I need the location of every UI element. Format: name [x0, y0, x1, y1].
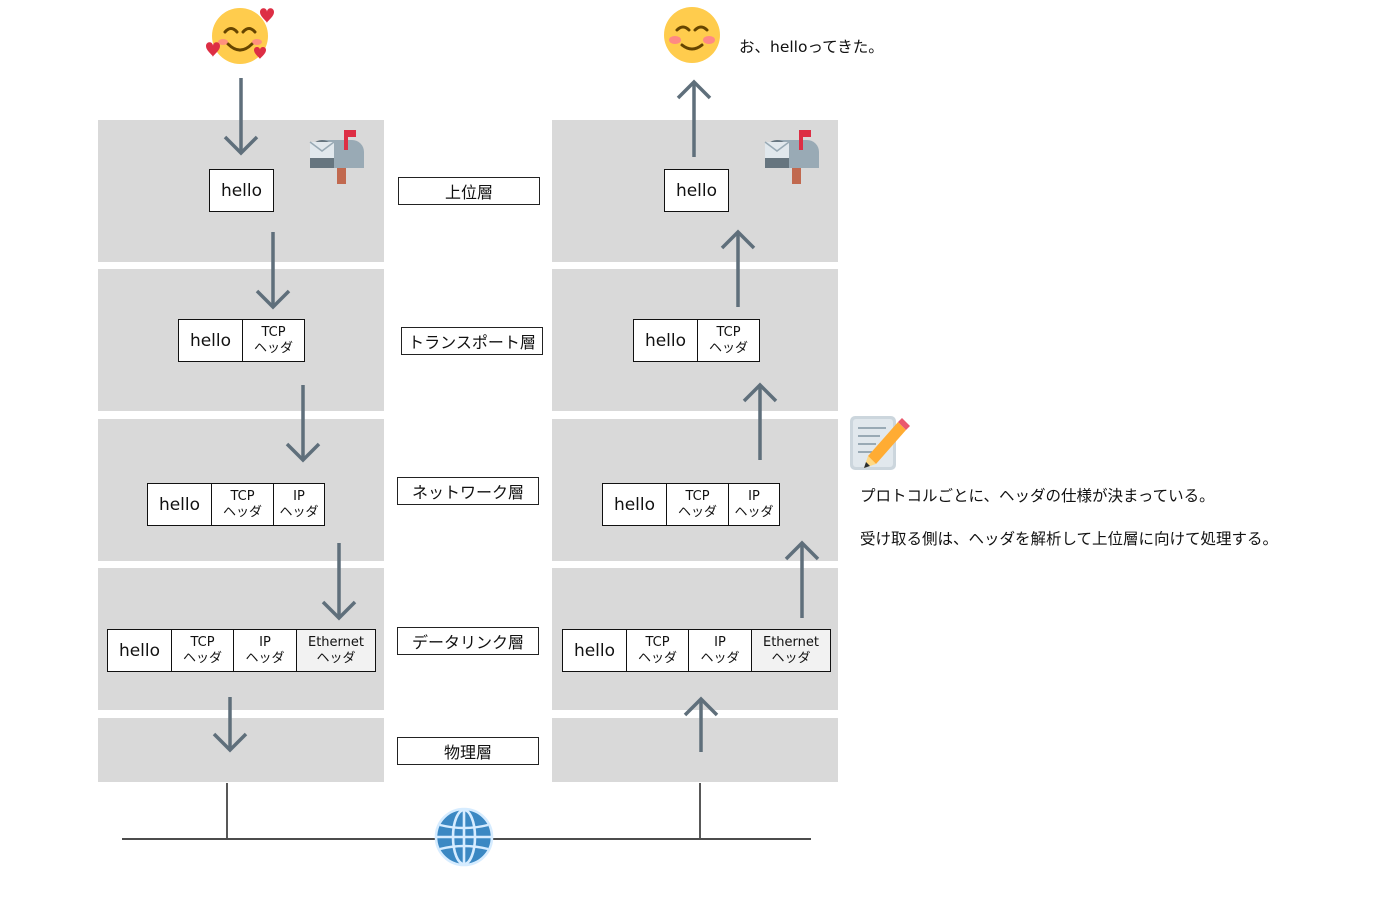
receiver-packet-datalink: hello TCP ヘッダ IP ヘッダ Ethernet ヘッダ: [562, 629, 831, 672]
smiling-face-icon: [664, 7, 720, 63]
arrow-down-icon: [212, 697, 248, 753]
arrow-up-icon: [784, 540, 820, 618]
layer-label-application: 上位層: [398, 177, 540, 205]
globe-icon: [434, 807, 494, 867]
layer-label-physical: 物理層: [397, 737, 539, 765]
mailbox-icon: [309, 130, 364, 184]
ip-header-cell: IP ヘッダ: [233, 630, 296, 671]
arrow-up-icon: [742, 382, 778, 460]
receiver-packet-transport: hello TCP ヘッダ: [633, 319, 760, 362]
receiver-packet-network: hello TCP ヘッダ IP ヘッダ: [602, 483, 780, 526]
arrow-down-icon: [285, 385, 321, 463]
arrow-up-icon: [683, 696, 719, 752]
tcp-header-cell: TCP ヘッダ: [697, 320, 759, 361]
payload-cell: hello: [563, 630, 626, 671]
arrow-down-icon: [255, 232, 291, 310]
note-line-2: 受け取る側は、ヘッダを解析して上位層に向けて処理する。: [860, 530, 1279, 548]
tcp-header-cell: TCP ヘッダ: [626, 630, 688, 671]
arrow-up-icon: [676, 79, 712, 157]
layer-label-datalink: データリンク層: [397, 627, 539, 655]
arrow-up-icon: [720, 229, 756, 307]
sender-packet-network: hello TCP ヘッダ IP ヘッダ: [147, 483, 325, 526]
ip-header-cell: IP ヘッダ: [688, 630, 751, 671]
sender-layer-physical: [98, 718, 384, 782]
layer-label-transport: トランスポート層: [401, 327, 543, 355]
layer-label-network: ネットワーク層: [397, 477, 539, 505]
note-line-1: プロトコルごとに、ヘッダの仕様が決まっている。: [860, 487, 1215, 505]
ethernet-header-cell: Ethernet ヘッダ: [751, 630, 830, 671]
receiver-comment: お、helloってきた。: [739, 38, 884, 56]
sender-packet-transport: hello TCP ヘッダ: [178, 319, 305, 362]
ethernet-header-cell: Ethernet ヘッダ: [296, 630, 375, 671]
sender-packet-datalink: hello TCP ヘッダ IP ヘッダ Ethernet ヘッダ: [107, 629, 376, 672]
smiling-face-with-hearts-icon: [206, 8, 274, 64]
sender-packet-application: hello: [209, 169, 274, 212]
mailbox-icon: [764, 130, 819, 184]
payload-cell: hello: [179, 320, 242, 361]
tcp-header-cell: TCP ヘッダ: [171, 630, 233, 671]
payload-cell: hello: [148, 484, 211, 525]
payload-cell: hello: [108, 630, 171, 671]
tcp-header-cell: TCP ヘッダ: [211, 484, 273, 525]
payload-cell: hello: [603, 484, 666, 525]
ip-header-cell: IP ヘッダ: [728, 484, 779, 525]
ip-header-cell: IP ヘッダ: [273, 484, 324, 525]
payload-cell: hello: [634, 320, 697, 361]
tcp-header-cell: TCP ヘッダ: [666, 484, 728, 525]
receiver-packet-application: hello: [664, 169, 729, 212]
arrow-down-icon: [321, 543, 357, 621]
receiver-layer-physical: [552, 718, 838, 782]
payload-cell: hello: [665, 170, 728, 211]
payload-cell: hello: [210, 170, 273, 211]
memo-pencil-icon: [850, 416, 910, 470]
arrow-down-icon: [223, 78, 259, 156]
tcp-header-cell: TCP ヘッダ: [242, 320, 304, 361]
